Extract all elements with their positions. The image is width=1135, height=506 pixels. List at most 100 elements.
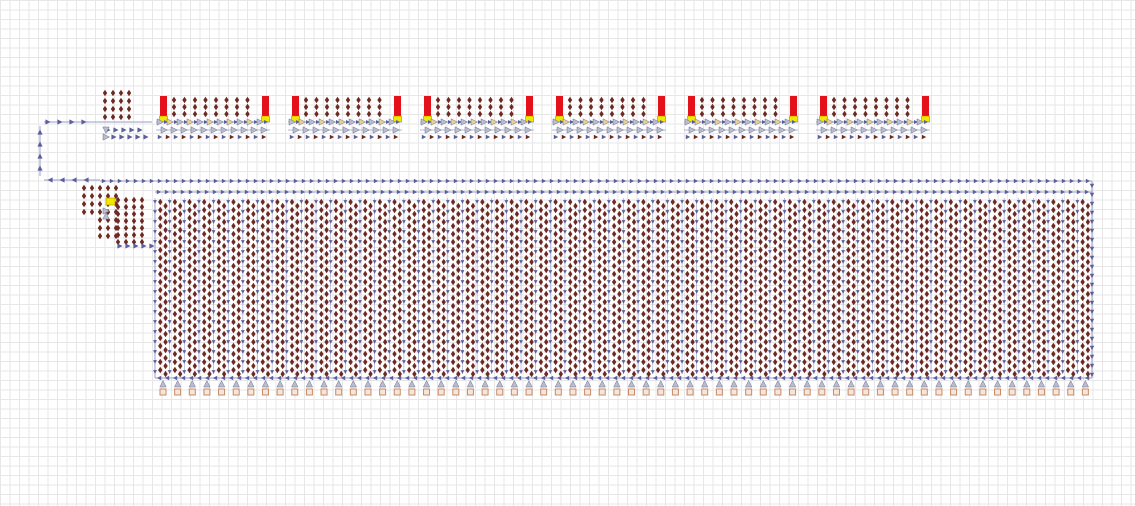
arrow-icon — [372, 375, 378, 381]
wire-arrow-icon — [1065, 334, 1071, 342]
arrow-icon — [1089, 228, 1095, 234]
wire-arrow-icon — [611, 286, 617, 294]
wire-arrow-icon — [456, 314, 461, 322]
arrow-icon — [943, 270, 948, 274]
arrow-icon — [855, 270, 860, 274]
arrow-icon — [892, 375, 898, 381]
wire-arrow-icon — [333, 262, 339, 270]
wire-arrow-icon — [446, 103, 451, 111]
arrow-icon — [405, 178, 411, 184]
wire-arrow-icon — [231, 318, 236, 326]
arrow-icon — [431, 330, 436, 334]
wire-arrow-icon — [731, 110, 736, 118]
arrow-icon — [636, 370, 641, 374]
wire-arrow-icon — [480, 230, 485, 238]
wire-arrow-icon — [368, 210, 373, 218]
arrow-icon — [358, 260, 362, 264]
arrow-icon — [270, 280, 275, 284]
arrow-icon — [577, 230, 582, 234]
wire-arrow-icon — [470, 218, 476, 226]
arrow-icon — [592, 290, 597, 294]
wire-arrow-icon — [368, 274, 373, 282]
wire-arrow-icon — [216, 310, 222, 318]
arrow-icon — [563, 280, 567, 284]
arrow-icon — [182, 260, 187, 264]
arrow-icon — [444, 189, 450, 195]
arrow-icon — [1046, 280, 1050, 284]
arrow-icon — [1089, 372, 1095, 378]
wire-arrow-icon — [465, 214, 470, 222]
arrow-icon — [956, 375, 962, 381]
arrow-icon — [1002, 310, 1007, 314]
wire-arrow-icon — [187, 366, 192, 374]
wire-arrow-icon — [597, 358, 602, 366]
wire-arrow-icon — [611, 318, 617, 326]
wire-arrow-icon — [309, 338, 315, 346]
wire-arrow-icon — [568, 254, 573, 262]
arrow-icon — [826, 360, 831, 364]
wire-arrow-icon — [661, 266, 666, 274]
arrow-icon — [299, 360, 304, 364]
arrow-icon — [1089, 363, 1095, 369]
arrow-icon — [709, 210, 714, 214]
wire-arrow-icon — [1080, 326, 1085, 334]
wire-arrow-icon — [187, 270, 192, 278]
wire-arrow-icon — [172, 286, 178, 294]
wire-arrow-icon — [1071, 346, 1076, 354]
wire-arrow-icon — [831, 96, 837, 104]
arrow-icon — [841, 250, 846, 254]
wire-arrow-icon — [177, 370, 183, 378]
wire-arrow-icon — [778, 370, 783, 378]
wire-arrow-icon — [1012, 234, 1017, 242]
wire-arrow-icon — [641, 96, 646, 104]
wire-arrow-icon — [309, 266, 315, 274]
wire-arrow-icon — [895, 234, 900, 242]
wire-arrow-icon — [324, 282, 329, 290]
arrow-icon — [717, 178, 723, 184]
wire-arrow-icon — [983, 274, 988, 282]
wire-arrow-icon — [983, 338, 988, 346]
arrow-icon — [270, 370, 275, 374]
wire-arrow-icon — [997, 234, 1003, 242]
wire-arrow-icon — [997, 282, 1003, 290]
arrow-icon — [943, 360, 948, 364]
wire-arrow-icon — [245, 230, 251, 238]
wire-arrow-icon — [670, 294, 675, 302]
wire-arrow-icon — [910, 266, 915, 274]
arrow-icon — [577, 330, 582, 334]
wire-arrow-icon — [245, 326, 251, 334]
wire-arrow-icon — [860, 294, 866, 302]
wire-arrow-icon — [582, 366, 588, 374]
arrow-icon — [59, 177, 65, 183]
wire-arrow-icon — [626, 310, 631, 318]
arrow-icon — [749, 134, 755, 140]
wire-arrow-icon — [236, 346, 241, 354]
wire-arrow-icon — [910, 210, 915, 218]
arrow-icon — [255, 230, 260, 234]
wire-arrow-icon — [514, 306, 520, 314]
arrow-icon — [197, 290, 201, 294]
wire-arrow-icon — [251, 346, 256, 354]
wire-arrow-icon — [514, 346, 520, 354]
wire-arrow-icon — [324, 110, 330, 118]
wire-arrow-icon — [772, 214, 778, 222]
wire-arrow-icon — [105, 224, 111, 232]
wire-arrow-icon — [500, 314, 505, 322]
wire-arrow-icon — [1036, 230, 1041, 238]
arrow-icon — [943, 220, 948, 224]
wire-arrow-icon — [480, 366, 485, 374]
arrow-icon — [613, 178, 619, 184]
wire-arrow-icon — [578, 96, 583, 104]
wire-arrow-icon — [729, 222, 734, 230]
wire-arrow-icon — [319, 350, 324, 358]
wire-arrow-icon — [163, 338, 168, 346]
wire-arrow-icon — [1085, 258, 1091, 266]
wire-arrow-icon — [992, 222, 997, 230]
wire-arrow-icon — [1071, 330, 1076, 338]
wire-arrow-icon — [304, 334, 309, 342]
wire-arrow-icon — [787, 350, 793, 358]
arrow-icon — [211, 220, 216, 224]
arrow-icon — [753, 250, 758, 254]
wire-arrow-icon — [485, 290, 490, 298]
